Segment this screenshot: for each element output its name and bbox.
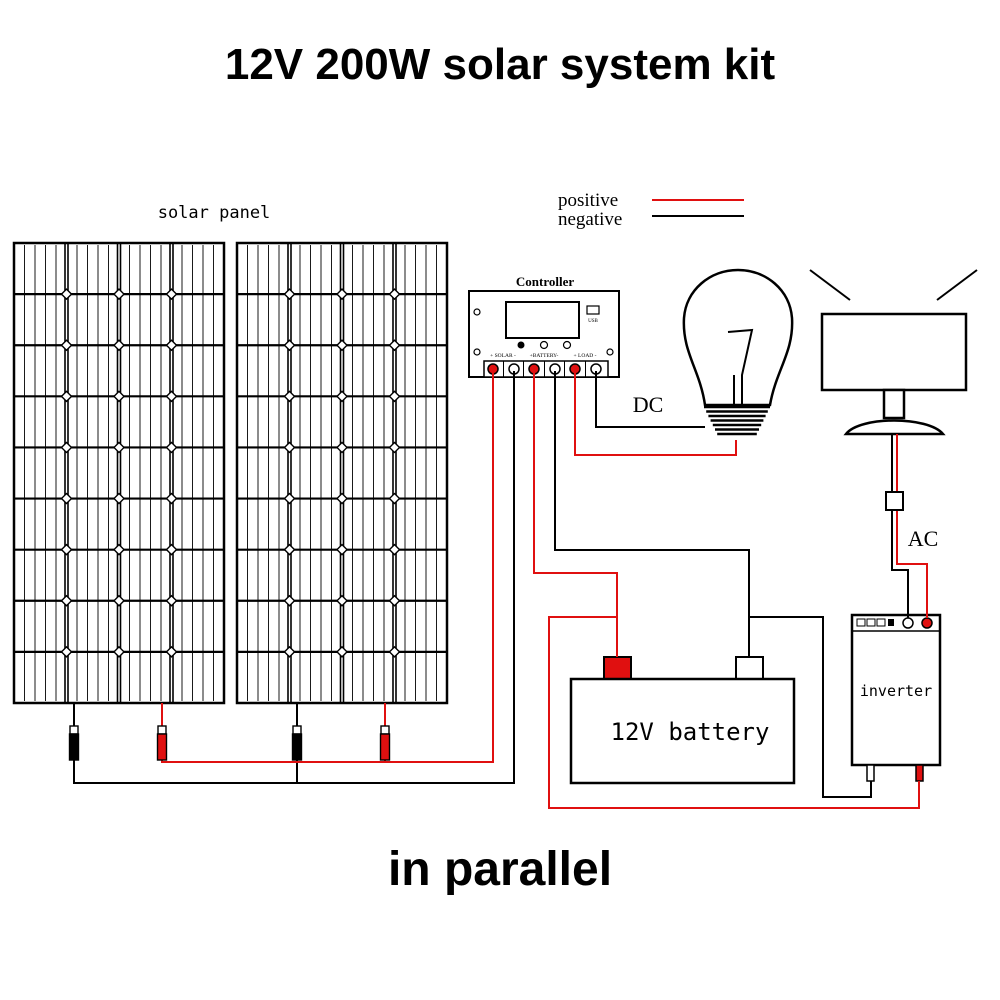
panel-positive-connector	[379, 703, 391, 761]
solar-panels	[12, 241, 449, 705]
battery-positive-terminal	[603, 656, 632, 680]
solar-panel	[235, 241, 449, 705]
controller-label: Controller	[516, 274, 574, 289]
inverter-negative-lead	[866, 764, 875, 782]
legend-positive-text: positive	[558, 190, 618, 211]
battery-negative-terminal	[735, 656, 764, 680]
inverter: inverter	[850, 613, 942, 782]
battery-negative-wire	[554, 371, 750, 657]
battery: 12V battery	[569, 656, 796, 785]
charge-controller: Controller USB + SOLAR - +BATTERY- + LOA…	[468, 274, 620, 378]
battery-positive-wire	[533, 371, 618, 657]
diagram-footer: in parallel	[387, 843, 613, 896]
controller-button-icon	[562, 340, 572, 350]
inverter-negative-wire	[749, 616, 872, 798]
usb-label: USB	[588, 319, 598, 324]
panel-connectors	[68, 703, 391, 761]
controller-terminals	[483, 360, 609, 378]
usb-port-icon	[586, 305, 600, 315]
panel-negative-connector	[291, 703, 303, 761]
controller-screw-icon	[473, 308, 481, 316]
load-terminal-label: + LOAD -	[574, 353, 597, 359]
controller-screw-icon	[473, 348, 481, 356]
load-positive-wire	[574, 371, 737, 456]
television-icon	[809, 269, 978, 436]
solar-panel	[12, 241, 226, 705]
ac-plug-icon	[885, 491, 904, 511]
controller-button-icon	[517, 341, 525, 349]
wire-legend: positive negative	[558, 190, 744, 230]
battery-label: 12V battery	[611, 718, 770, 746]
legend-negative-text: negative	[558, 209, 622, 230]
inverter-body	[850, 613, 942, 767]
inverter-label: inverter	[860, 682, 932, 700]
inverter-ac-positive-socket	[921, 617, 933, 629]
controller-screw-icon	[606, 348, 614, 356]
load-negative-wire	[595, 371, 705, 428]
ac-label: AC	[908, 526, 939, 551]
solar-panel-label: solar panel	[158, 203, 271, 223]
bulb-base	[704, 405, 770, 436]
solar-terminal-label: + SOLAR -	[490, 353, 516, 359]
inverter-positive-wire	[548, 616, 920, 809]
ac-red-wire	[896, 510, 928, 618]
controller-screen	[505, 301, 580, 339]
ac-black-wire	[891, 510, 909, 618]
panel-positive-connector	[156, 703, 168, 761]
controller-button-icon	[539, 340, 549, 350]
light-bulb-icon	[682, 268, 794, 436]
diagram-title: 12V 200W solar system kit	[224, 40, 776, 89]
dc-label: DC	[633, 392, 664, 417]
inverter-positive-lead	[915, 764, 924, 782]
battery-terminal-label: +BATTERY-	[530, 353, 559, 359]
inverter-ac-negative-socket	[902, 617, 914, 629]
panel-negative-connector	[68, 703, 80, 761]
battery-body	[569, 677, 796, 785]
